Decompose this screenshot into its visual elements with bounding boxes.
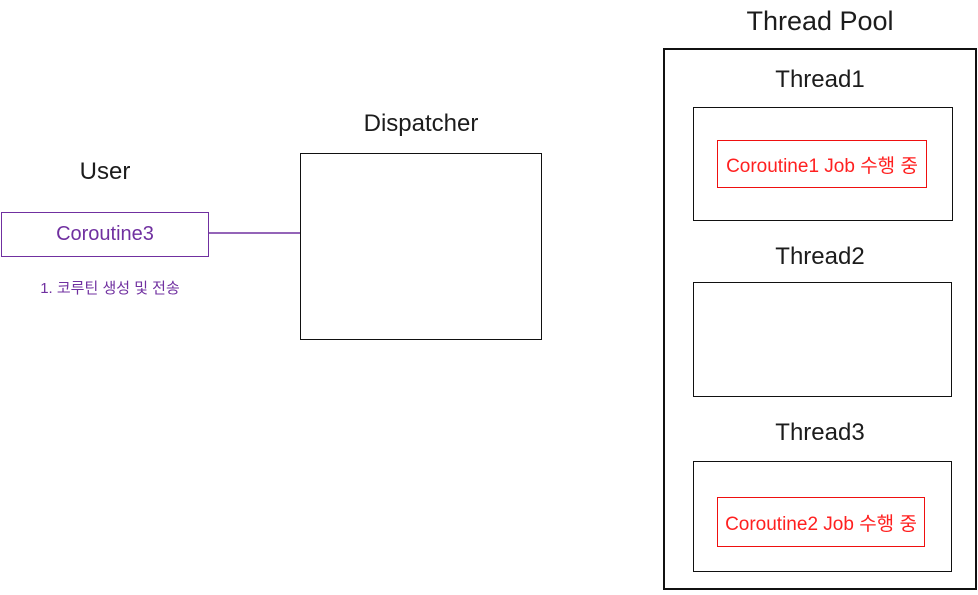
thread2-box xyxy=(693,282,952,397)
thread1-label: Thread1 xyxy=(775,66,865,93)
coroutine-transfer-note: 1. 코루틴 생성 및 전송 xyxy=(40,280,180,297)
thread3-job-label: Coroutine2 Job 수행 중 xyxy=(725,513,917,535)
user-section-title: User xyxy=(79,158,131,185)
dispatcher-box xyxy=(300,153,542,340)
coroutine3-label: Coroutine3 xyxy=(56,223,154,245)
dispatcher-section-title: Dispatcher xyxy=(363,110,479,137)
thread1-job-label: Coroutine1 Job 수행 중 xyxy=(726,155,918,177)
thread1-job-box: Coroutine1 Job 수행 중 xyxy=(717,140,927,188)
coroutine3-box: Coroutine3 xyxy=(1,212,209,257)
thread3-label: Thread3 xyxy=(775,419,865,446)
thread2-label: Thread2 xyxy=(775,243,865,270)
thread3-job-box: Coroutine2 Job 수행 중 xyxy=(717,497,925,547)
thread-pool-title: Thread Pool xyxy=(746,6,894,36)
